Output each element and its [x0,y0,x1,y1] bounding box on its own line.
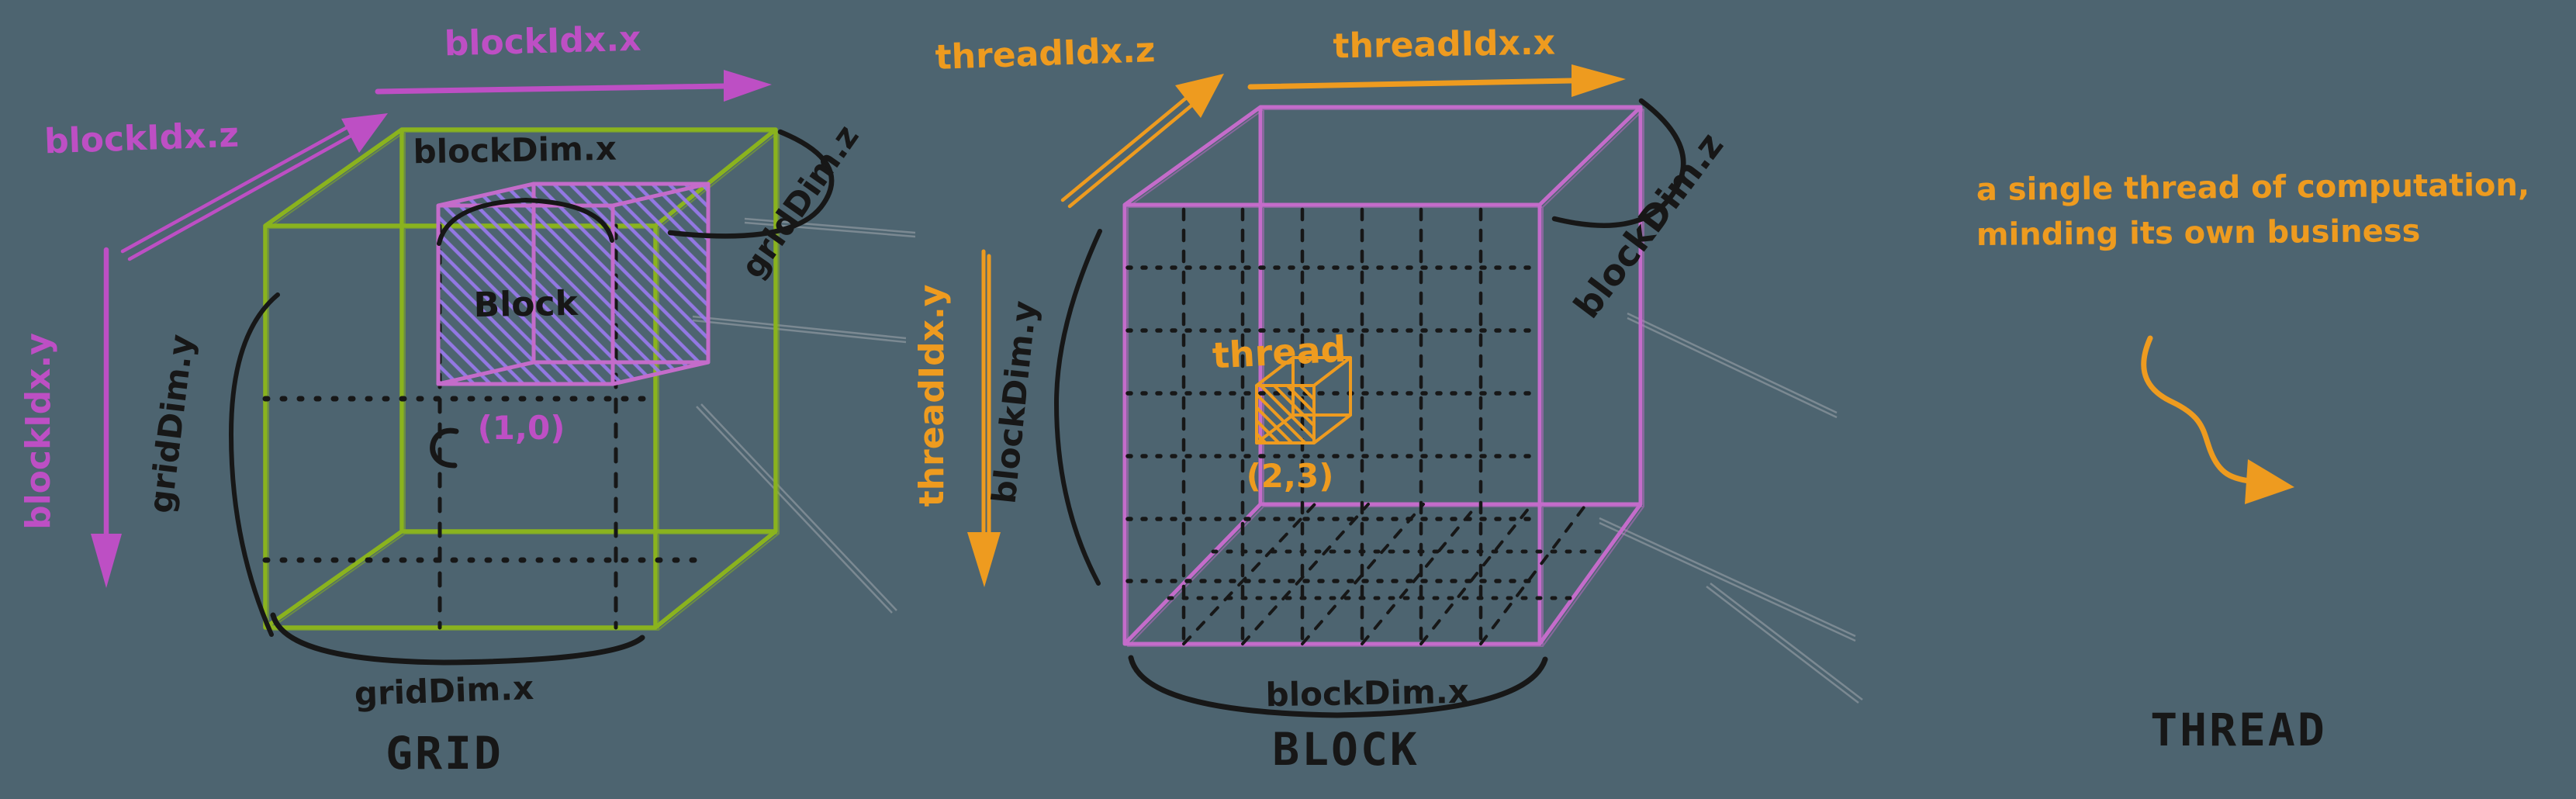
grid-diagram: blockDim.x Block (1,0) gridDim.z gridDim… [19,19,866,780]
thread-label: thread [1212,328,1347,377]
threadidx-x-arrowhead-icon [1572,64,1626,97]
thread-squiggle-arrowhead-icon [2245,459,2294,504]
griddim-z-swoosh [667,129,835,239]
block-grid-horizontals [1125,265,1539,583]
blockidx-z-label: blockIdx.z [43,116,239,162]
thread-note-line1: a single thread of computation, [1976,168,2530,208]
threadidx-z-arrowhead-icon [1175,74,1224,118]
grid-blockdim-brace [437,198,614,246]
blockdim-x-brace [1128,655,1548,718]
grid-divider-horizontals [262,396,705,563]
grid-title: GRID [386,727,503,780]
block-grid-bottom-horizontals [1167,549,1610,600]
block-cube [1122,105,1643,646]
connector-rays [692,217,1863,704]
threadidx-y-arrowhead-icon [967,532,1001,587]
threadidx-y-label: threadIdx.y [912,285,952,507]
grid-cube [263,127,778,630]
threadidx-y-arrow [981,249,991,536]
thread-coord-label: (2,3) [1247,457,1334,495]
blockdim-x-label: blockDim.x [1265,673,1469,714]
threadidx-x-label: threadIdx.x [1333,23,1555,67]
block-cube-sketch-stroke [1127,109,1644,647]
blockidx-x-arrowhead-icon [724,70,772,102]
block-title: BLOCK [1272,723,1419,776]
griddim-x-label: gridDim.x [354,669,534,713]
threadidx-z-arrow [1060,94,1198,209]
block-subcube [436,182,711,386]
blockidx-z-arrowhead-icon [341,113,388,153]
thread-squiggle-arrow [2141,335,2259,485]
threadidx-z-label: threadIdx.z [935,30,1156,78]
thread-note-line2: minding its own business [1976,213,2421,253]
blockdim-y-brace [1054,229,1102,586]
block-coord-label: (1,0) [478,409,565,447]
griddim-y-brace [229,292,280,637]
griddim-y-label: gridDim.y [141,332,201,515]
block-diagram: thread (2,3) threadIdx.x threadIdx.z thr… [912,23,1731,776]
blockdim-z-swoosh [1551,98,1686,228]
grid-blockdim-x-label: blockDim.x [413,130,617,171]
thread-diagram: a single thread of computation, minding … [1976,168,2530,756]
blockidx-x-arrow [375,83,727,95]
blockdim-y-label: blockDim.y [984,299,1043,505]
thread-title: THREAD [2150,704,2327,756]
blockidx-y-label: blockIdx.y [19,333,58,530]
threadidx-x-arrow [1247,78,1575,90]
grid-cube-sketch-stroke [268,131,780,631]
blockidx-y-arrowhead-icon [91,534,122,588]
blockidx-z-arrow [120,117,370,261]
stray-c-mark [430,427,459,469]
blockidx-x-label: blockIdx.x [444,19,641,64]
block-grid-verticals [1181,207,1483,643]
thread-subcube [1255,356,1352,444]
block-label: Block [473,284,579,325]
block-grid-bottom-slants [1182,503,1588,645]
griddim-x-brace [270,612,645,666]
block-hatch-fill [438,184,708,384]
